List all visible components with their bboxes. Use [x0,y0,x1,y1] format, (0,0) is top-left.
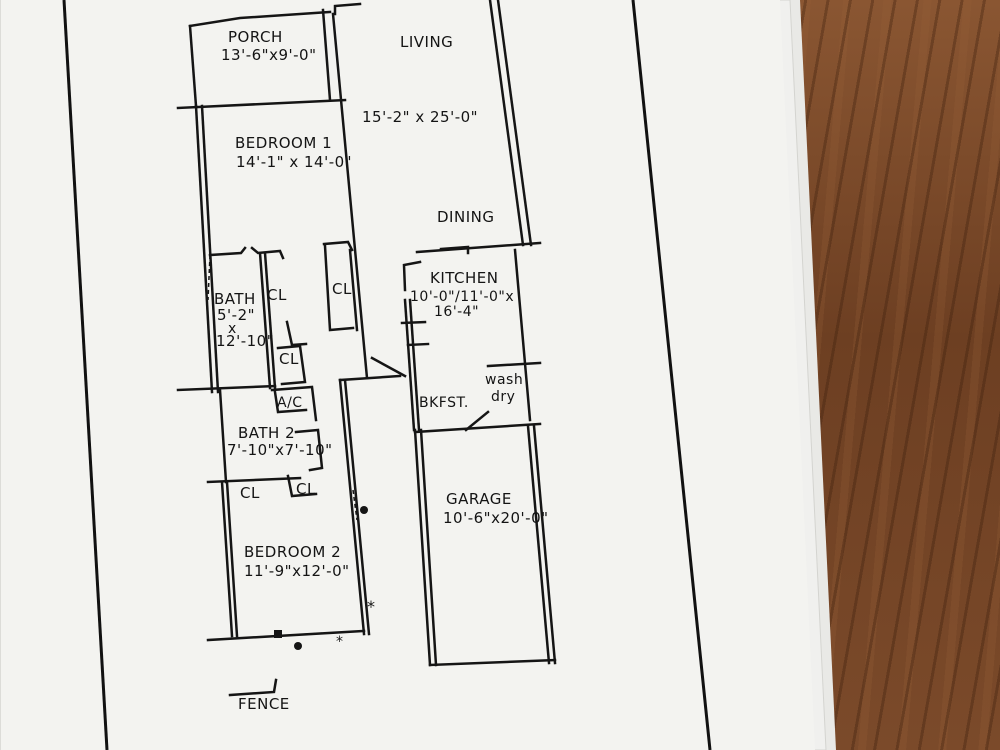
closet-label: CL [279,350,299,368]
garage-dimensions: 10'-6"x20'-0" [443,509,549,527]
bath1-name: BATH [214,290,256,308]
bedroom1-name: BEDROOM 1 [235,134,333,152]
closet-label: CL [240,484,260,502]
kitchen-dimensions-1: 10'-0"/11'-0"x [410,289,515,305]
dry-label: dry [491,389,516,405]
bath2-name: BATH 2 [238,424,296,442]
bedroom2-dimensions: 11'-9"x12'-0" [244,562,350,580]
kitchen-name: KITCHEN [430,269,499,287]
dining-name: DINING [437,208,495,226]
page-border [62,0,712,750]
window-marks [207,254,358,637]
bedroom1-dimensions: 14'-1" x 14'-0" [236,153,353,171]
closet-label: CL [296,480,316,498]
wash-label: wash [485,372,524,388]
floor-plan-walls [176,0,557,697]
closet-label: CL [267,286,287,304]
kitchen-dimensions-2: 16'-4" [434,304,480,320]
bath1-dimension-1: 5'-2" [217,306,256,324]
porch-dimensions: 13'-6"x9'-0" [221,46,317,64]
bedroom2-name: BEDROOM 2 [244,543,342,561]
bath1-by: x [228,321,237,337]
breakfast-label: BKFST. [419,395,469,411]
bath2-dimensions: 7'-10"x7'-10" [227,441,333,459]
ac-label: A/C [277,395,303,411]
paper-sheet [0,0,815,750]
porch-name: PORCH [228,28,283,46]
door-marker [274,630,282,638]
outlet-marker [294,642,302,650]
fence-label: FENCE [238,695,290,713]
living-name: LIVING [400,33,454,51]
star-marker: * [336,634,343,650]
living-dimensions: 15'-2" x 25'-0" [362,108,479,126]
garage-name: GARAGE [446,490,512,508]
star-marker: * [367,597,375,616]
outlet-marker [360,506,368,514]
closet-label: CL [332,280,352,298]
bath1-dimension-2: 12'-10" [216,332,275,350]
